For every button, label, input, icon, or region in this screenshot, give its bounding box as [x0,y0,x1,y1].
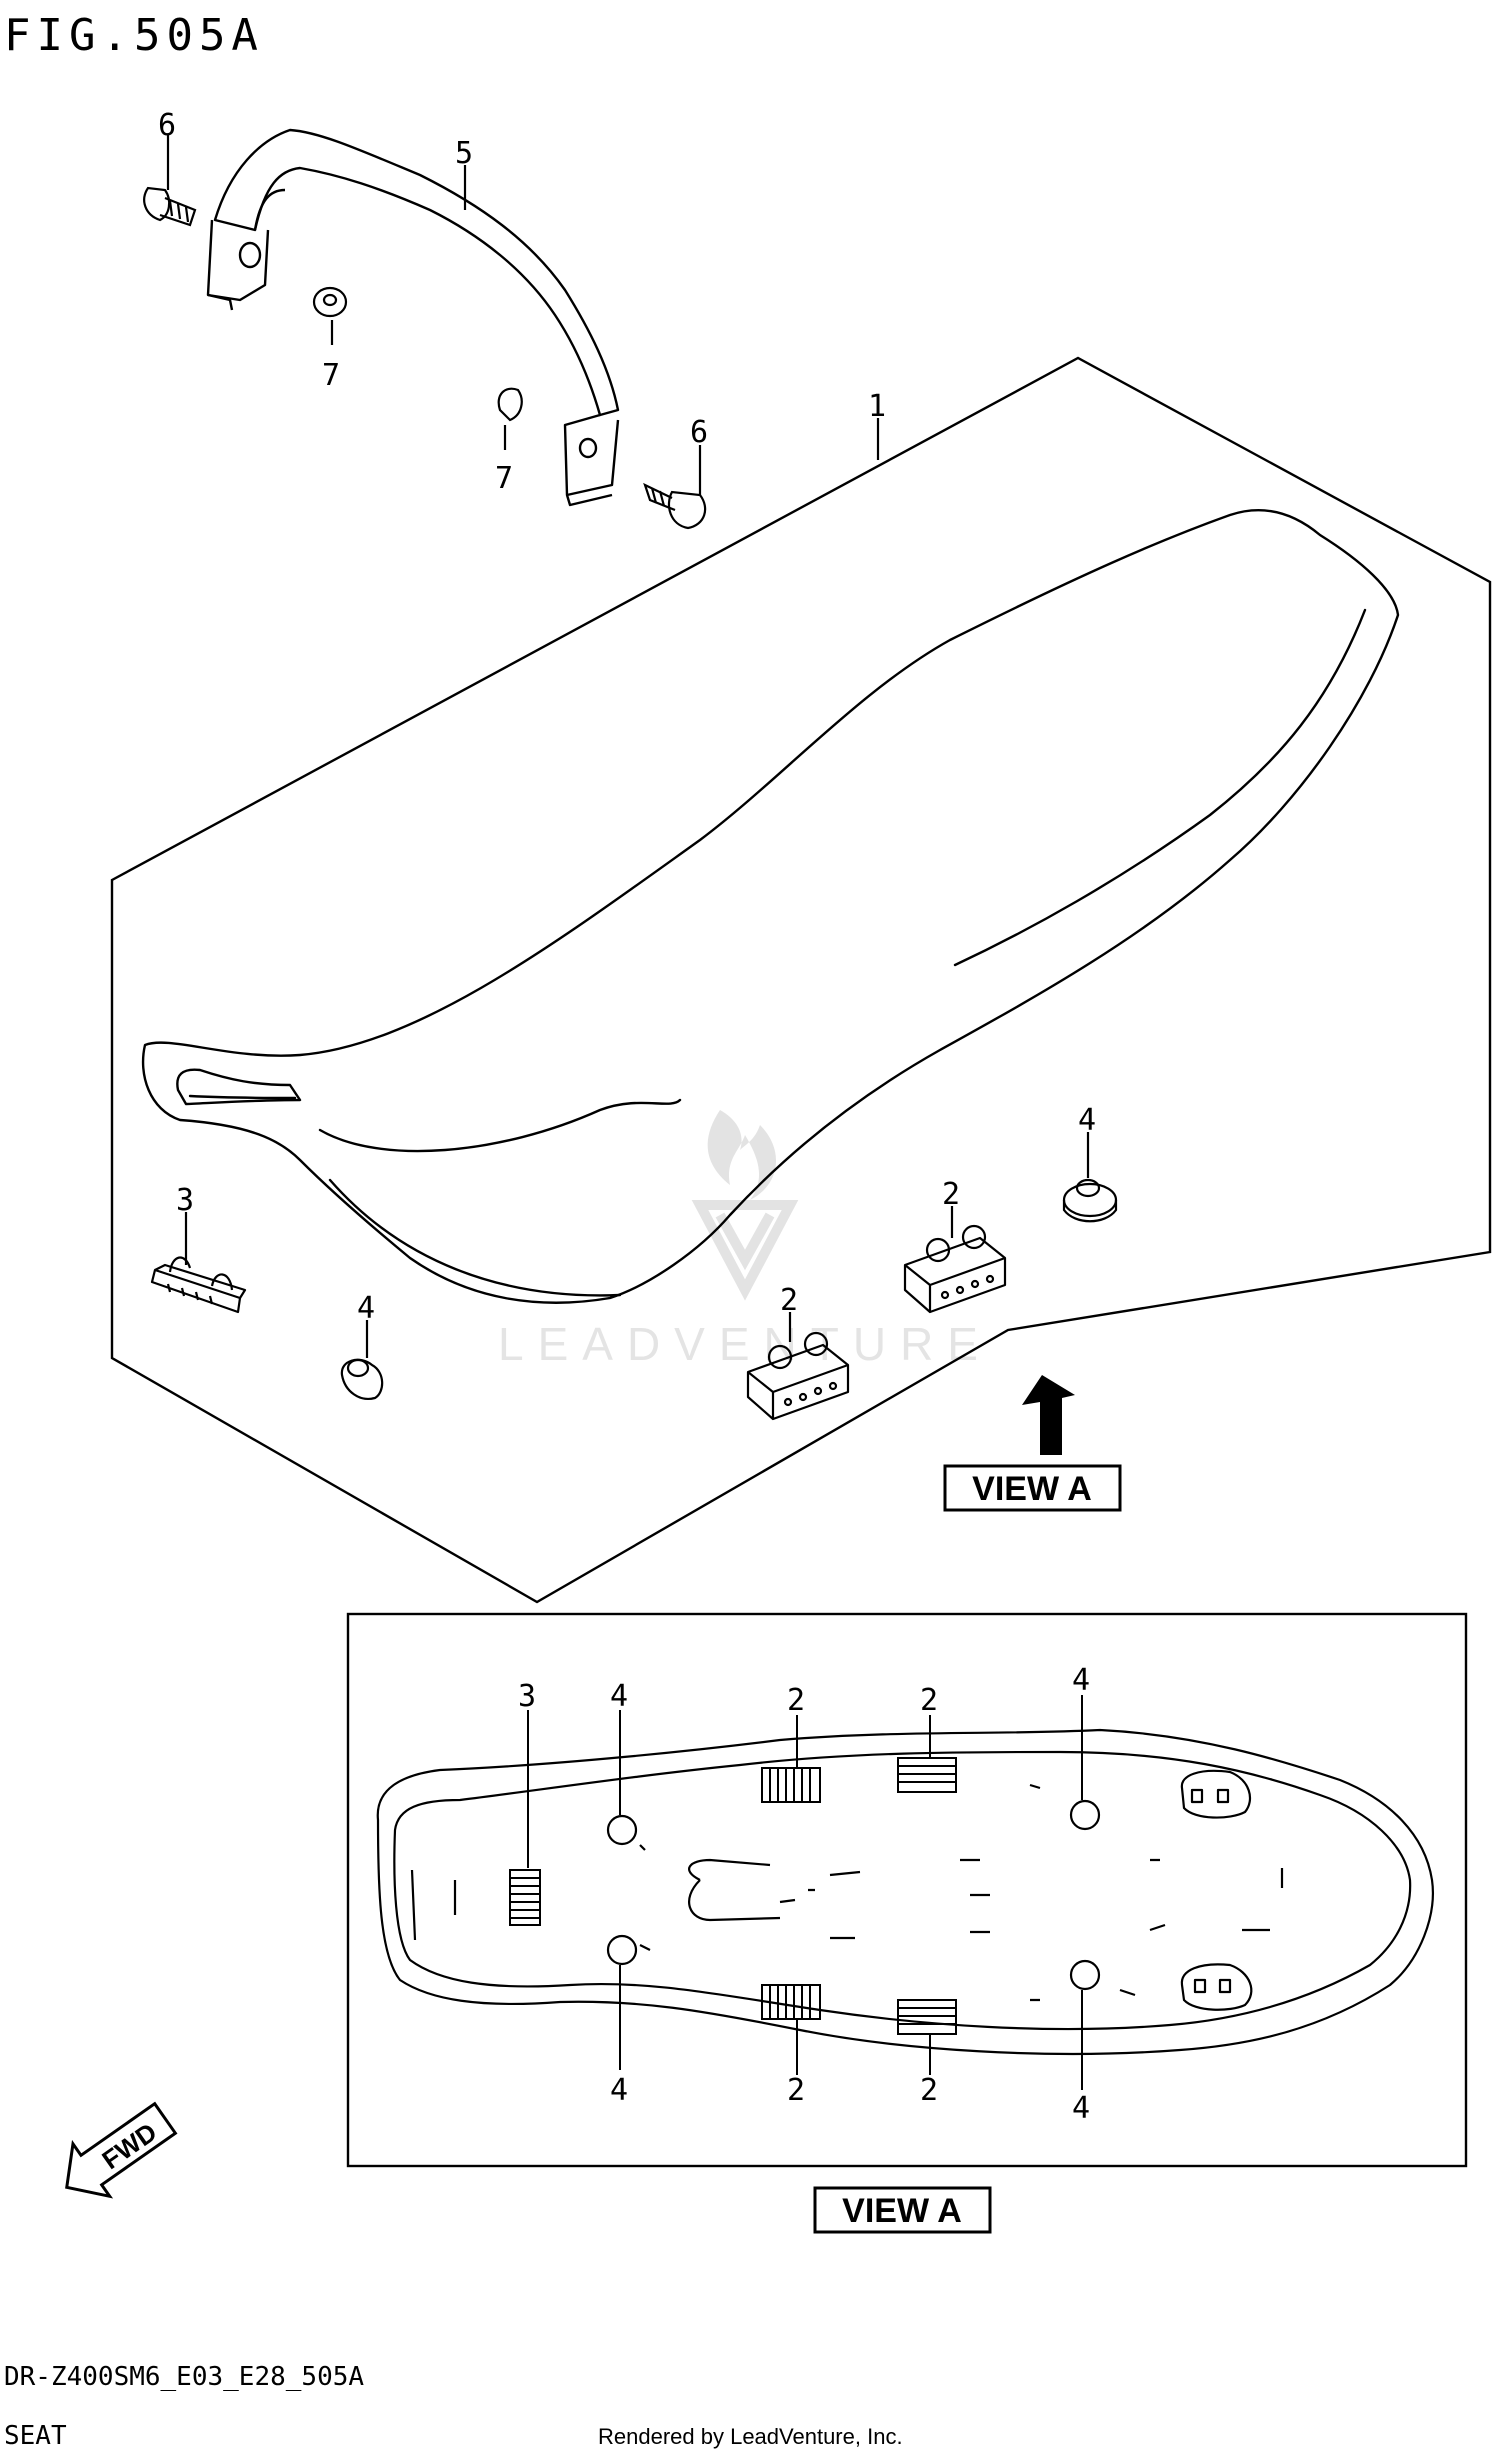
bolt-lower [643,482,707,530]
view-arrow-up [1022,1375,1075,1455]
view-a-inset [346,1612,1468,2168]
view-callout-2-upper-right: 2 [920,1683,938,1718]
view-leader-lines [527,1695,1083,2090]
view-callout-3: 3 [518,1679,536,1714]
leader-lines [166,135,1090,1358]
callout-7-upper: 7 [322,358,340,393]
fwd-arrow: FWD [65,2101,178,2199]
svg-text:VIEW A: VIEW A [972,1470,1092,1508]
cushion-right [903,1224,1007,1314]
seat-underside [376,1728,1434,2056]
view-callout-2-lower-right: 2 [920,2073,938,2108]
svg-text:VIEW A: VIEW A [842,2192,962,2230]
rubber-cap-right [1062,1178,1118,1223]
assembly-outline [110,356,1492,1604]
render-credit: Rendered by LeadVenture, Inc. [598,2424,903,2449]
watermark-text: LEADVENTURE [498,1318,992,1370]
view-callout-4-upper-left: 4 [610,1679,628,1714]
nut-lower [497,387,523,422]
watermark: LEADVENTURE [498,1110,992,1370]
section-name: SEAT [4,2421,67,2451]
nut-upper [312,286,348,318]
view-pads [509,1757,957,2035]
figure-title: FIG.505A [4,10,264,61]
callout-1: 1 [868,389,886,424]
callout-5: 5 [455,136,473,171]
cushion-left [746,1331,850,1421]
callout-4-right: 4 [1078,1103,1096,1138]
callout-6-lower: 6 [690,415,708,450]
view-a-label-lower: VIEW A [813,2186,992,2234]
view-callout-2-lower-left: 2 [787,2073,805,2108]
bolt-upper [143,186,197,227]
callout-2-right: 2 [942,1177,960,1212]
callout-7-lower: 7 [495,461,513,496]
seat [141,509,1400,1304]
bracket [150,1256,247,1314]
view-callout-4-upper-right: 4 [1072,1663,1090,1698]
figure-code: DR-Z400SM6_E03_E28_505A [4,2362,364,2392]
view-callout-2-upper-left: 2 [787,1683,805,1718]
view-a-label-upper: VIEW A [943,1464,1122,1512]
grab-rail [206,128,620,507]
callout-6-upper: 6 [158,108,176,143]
view-callout-4-lower-left: 4 [610,2073,628,2108]
callout-2-left: 2 [780,1283,798,1318]
callout-3: 3 [176,1183,194,1218]
callout-4-left: 4 [357,1291,375,1326]
rubber-cap-left [340,1358,384,1400]
view-callout-4-lower-right: 4 [1072,2091,1090,2126]
